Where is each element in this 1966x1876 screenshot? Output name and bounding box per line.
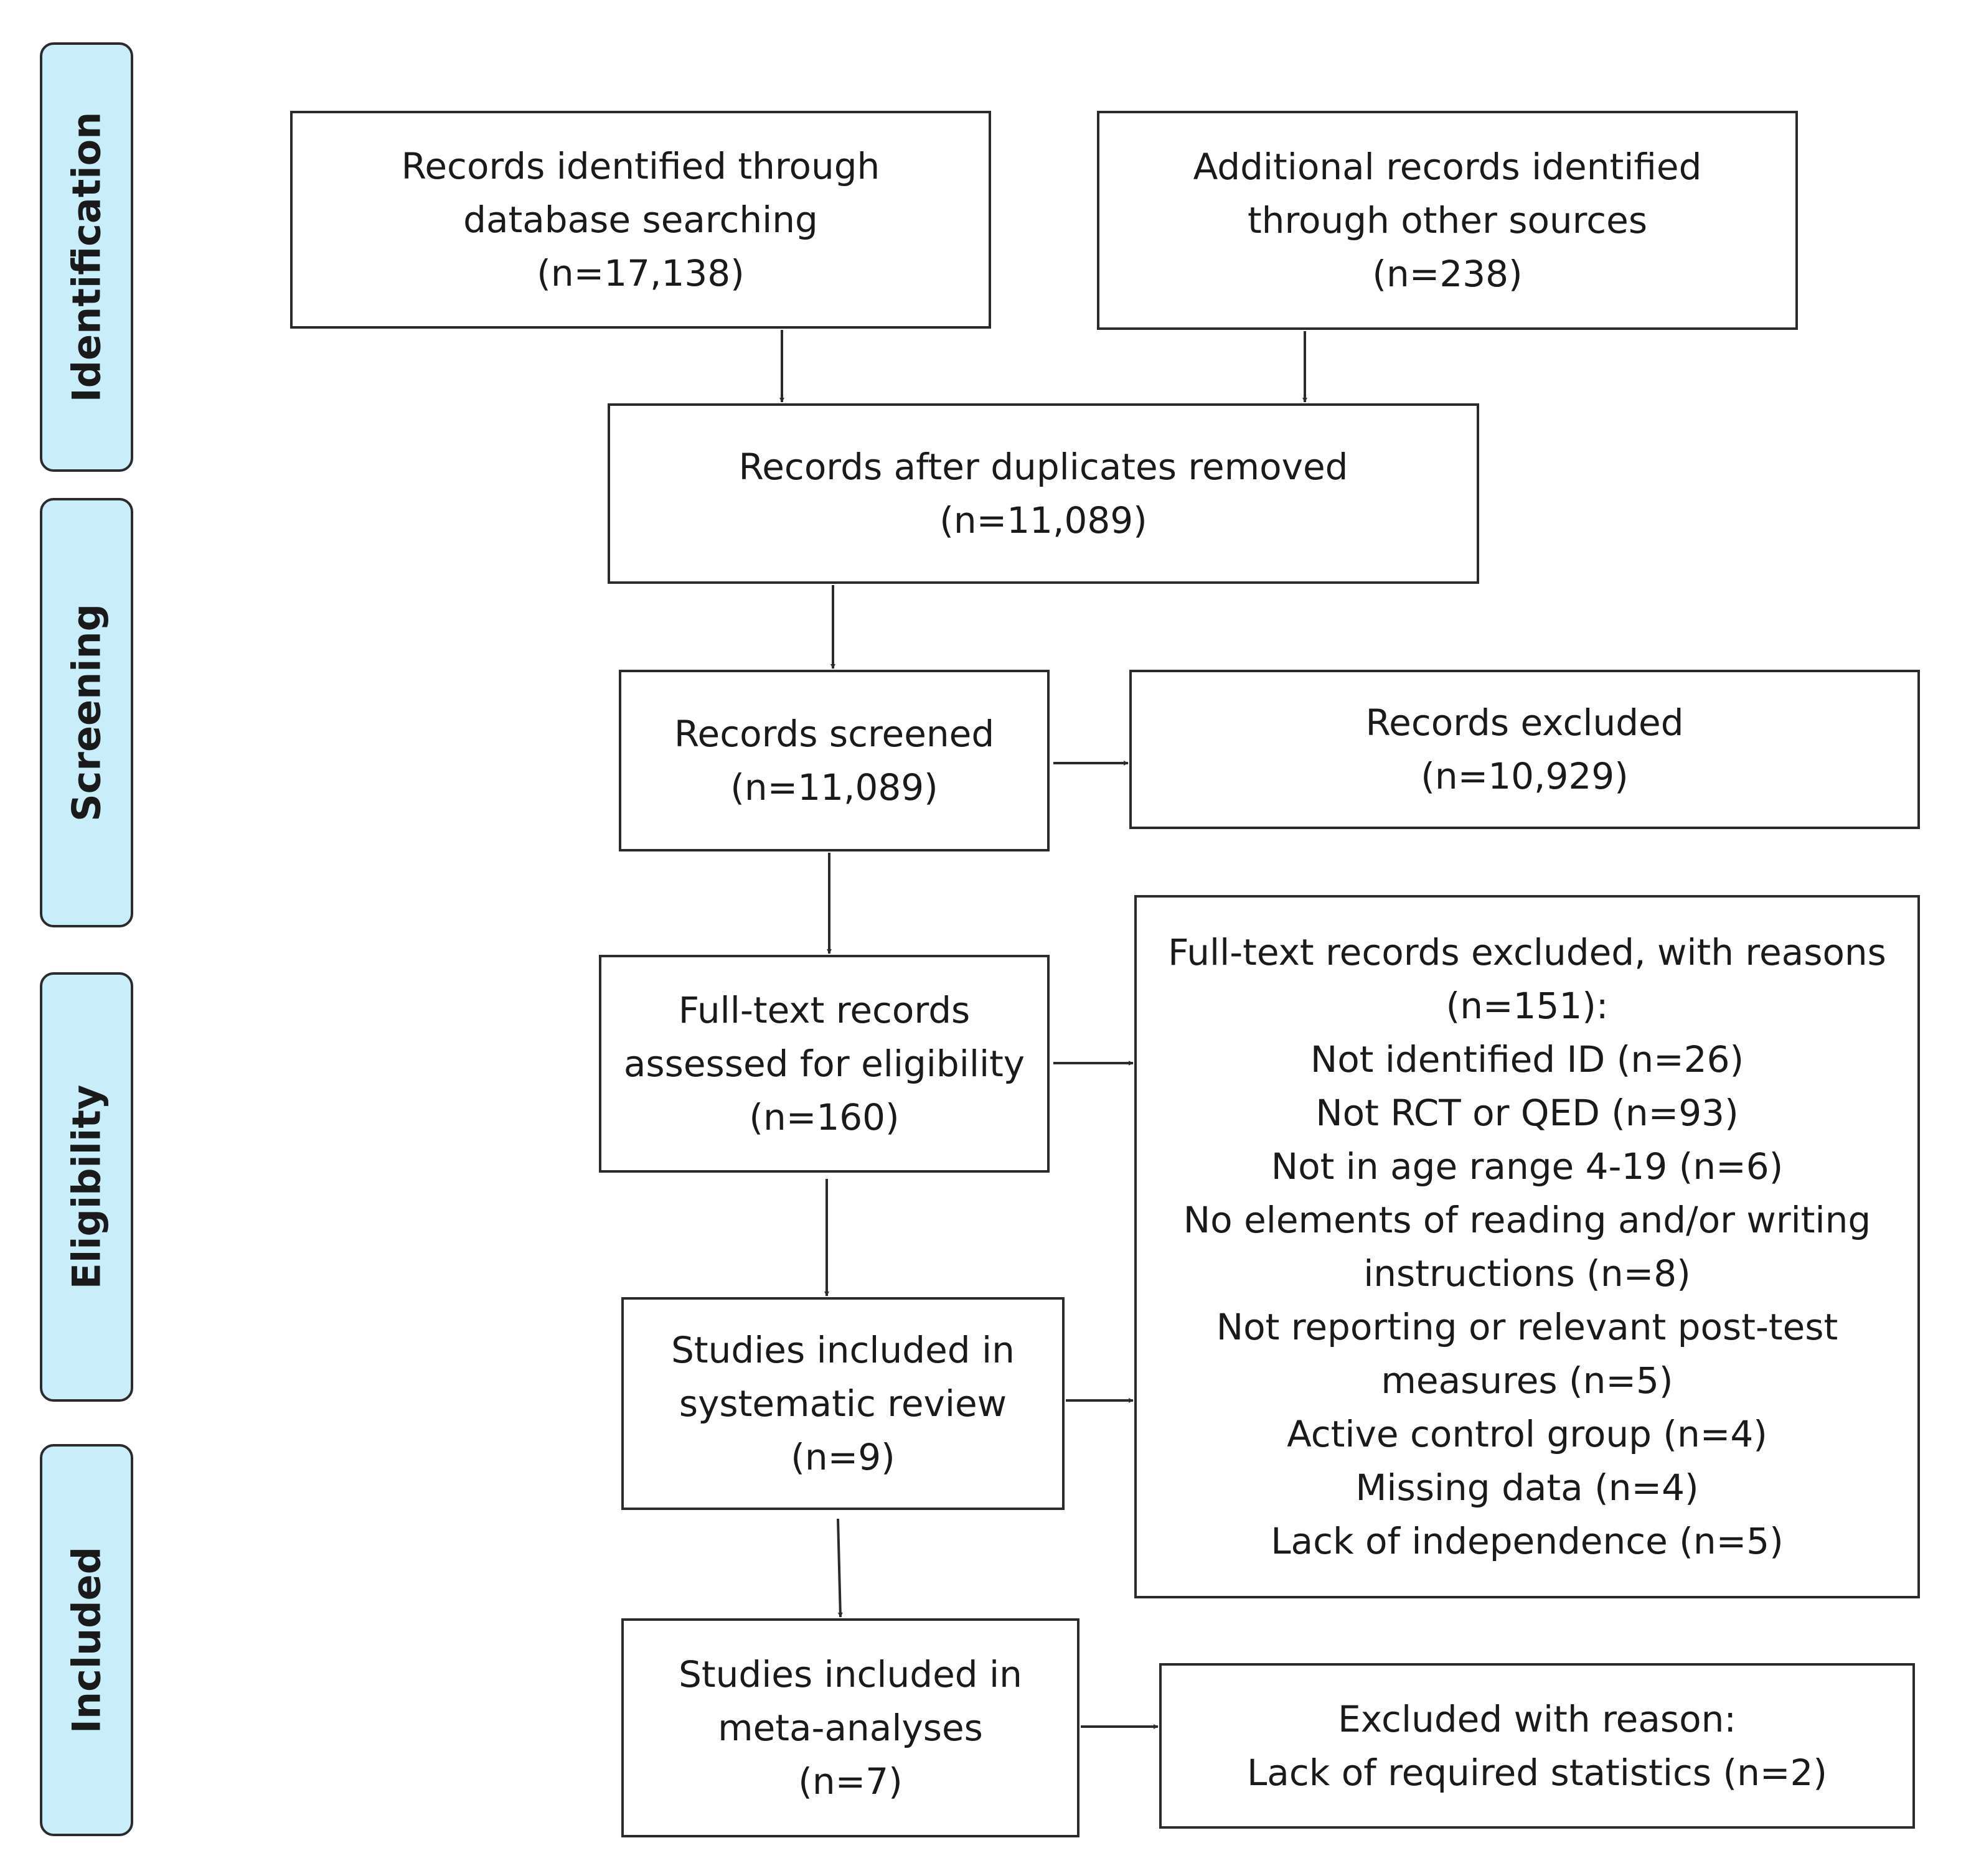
box-systematic-review: Studies included in systematic review (n… [621,1297,1065,1510]
box-records-screened: Records screened (n=11,089) [619,670,1050,851]
arrow-review-to-meta [837,1518,843,1618]
phase-screening: Screening [40,498,133,927]
box-excluded-with-reason: Excluded with reason: Lack of required s… [1159,1663,1915,1829]
box-database-records: Records identified through database sear… [290,111,991,329]
box-meta-analyses: Studies included in meta-analyses (n=7) [621,1618,1079,1837]
phase-eligibility: Eligibility [40,972,133,1402]
phase-identification: Identification [40,42,133,472]
box-fulltext-excluded: Full-text records excluded, with reasons… [1134,895,1920,1598]
box-duplicates-removed: Records after duplicates removed (n=11,0… [608,403,1479,584]
box-fulltext-assessed: Full-text records assessed for eligibili… [599,955,1050,1173]
box-other-sources: Additional records identified through ot… [1097,111,1798,330]
phase-included: Included [40,1444,133,1836]
box-records-excluded: Records excluded (n=10,929) [1129,670,1920,829]
